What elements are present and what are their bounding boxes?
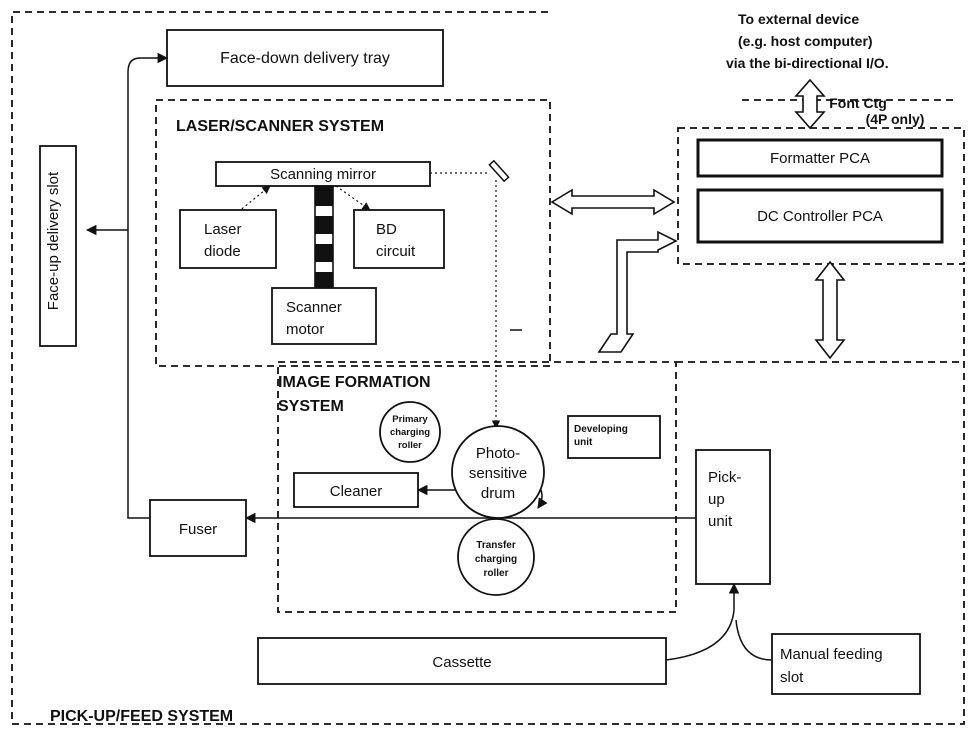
manual-feed-label-2: slot — [780, 669, 804, 686]
primary-roller-label-1: Primary — [392, 414, 428, 425]
scanner-motor-label-2: motor — [286, 321, 324, 338]
laser-scanner-system-title: LASER/SCANNER SYSTEM — [176, 118, 384, 135]
manual-feed-label-1: Manual feeding — [780, 646, 883, 663]
dc-controller-pca-box — [696, 188, 944, 244]
formatter-pca-box — [696, 138, 944, 178]
developing-unit-label-1: Developing — [574, 424, 628, 435]
controller-boundary — [677, 127, 965, 265]
manual-to-pickup-path — [735, 619, 773, 661]
cassette-box — [257, 637, 667, 685]
scanner-motor-label-1: Scanner — [286, 299, 342, 316]
image-formation-system-boundary — [277, 361, 677, 613]
folding-mirror — [488, 159, 510, 183]
image-formation-title-1: IMAGE FORMATION — [278, 374, 431, 391]
pickup-unit-label-2: up — [708, 491, 725, 508]
face-down-tray-box — [166, 29, 444, 87]
transfer-roller-label-2: charging — [475, 554, 517, 565]
fuser-box — [149, 499, 247, 557]
developing-unit-label-2: unit — [574, 437, 593, 448]
transfer-roller-label-1: Transfer — [476, 540, 516, 551]
laser-diode-to-mirror — [237, 185, 271, 213]
shaft-band-2 — [315, 216, 333, 234]
face-down-tray-label: Face-down delivery tray — [220, 50, 390, 67]
external-note-line1: To external device — [738, 11, 859, 27]
laser-diode-label-1: Laser — [204, 221, 242, 238]
drum-label-2: sensitive — [469, 465, 527, 482]
face-down-path — [127, 52, 169, 519]
face-up-slot-box — [39, 145, 77, 347]
face-up-slot-label: Face-up delivery slot — [45, 171, 62, 310]
cassette-label: Cassette — [432, 654, 491, 671]
cassette-to-pickup-path — [665, 582, 740, 661]
bd-circuit-label-2: circuit — [376, 243, 416, 260]
external-note-line2: (e.g. host computer) — [738, 33, 873, 49]
pickup-unit-label-3: unit — [708, 513, 733, 530]
cleaner-box — [293, 472, 419, 508]
drum-label-3: drum — [481, 485, 515, 502]
primary-roller-label-3: roller — [398, 440, 422, 451]
laser-scanner-system-boundary — [155, 99, 551, 367]
photosensitive-drum — [451, 425, 545, 519]
font-ctg-line1: Font Ctg — [829, 95, 887, 111]
laser-diode-label-2: diode — [204, 243, 241, 260]
transfer-charging-roller — [457, 518, 535, 596]
pickup-feed-system-boundary — [11, 11, 965, 725]
bd-circuit-box — [353, 209, 445, 269]
external-io-bus-arrow — [794, 78, 826, 130]
shaft-band-4 — [315, 272, 333, 290]
fuser-label: Fuser — [179, 521, 217, 538]
bd-circuit-label-1: BD — [376, 221, 397, 238]
scanner-motor-box — [271, 287, 377, 345]
developing-unit-box — [567, 415, 661, 459]
pickup-feed-system-title: PICK-UP/FEED SYSTEM — [50, 708, 233, 725]
primary-charging-roller — [379, 401, 441, 463]
laser-diode-box — [179, 209, 277, 269]
mirror-to-bd-circuit — [335, 185, 371, 211]
scanning-mirror-label: Scanning mirror — [270, 166, 376, 183]
pickup-unit-box — [695, 449, 771, 585]
cleaner-label: Cleaner — [330, 483, 383, 500]
manual-feed-box — [771, 633, 921, 695]
image-formation-title-2: SYSTEM — [278, 398, 344, 415]
shaft-band-1 — [315, 186, 333, 206]
font-ctg-line2: (4P only) — [866, 111, 925, 127]
drum-label-1: Photo- — [476, 445, 520, 462]
shaft-band-3 — [315, 244, 333, 262]
primary-roller-label-2: charging — [390, 427, 430, 438]
dc-controller-pca-label: DC Controller PCA — [757, 208, 883, 225]
external-note-line3: via the bi-directional I/O. — [726, 55, 889, 71]
formatter-pca-label: Formatter PCA — [770, 150, 870, 167]
image-controller-bus-arrow — [597, 230, 678, 353]
laser-controller-bus-arrow — [550, 188, 676, 216]
transfer-roller-label-3: roller — [483, 568, 508, 579]
pickup-unit-label-1: Pick- — [708, 469, 741, 486]
dc-pickup-bus-arrow — [814, 260, 846, 360]
